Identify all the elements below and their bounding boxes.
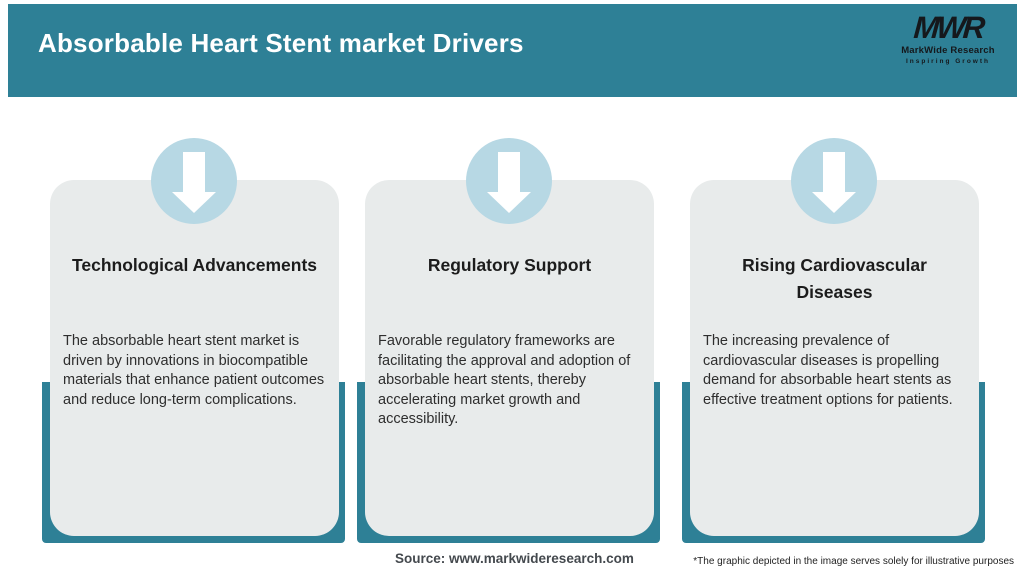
logo-name: MarkWide Research xyxy=(901,45,995,56)
logo-tagline: Inspiring Growth xyxy=(906,58,990,65)
driver-card: Regulatory Support Favorable regulatory … xyxy=(365,180,654,536)
card-body: Favorable regulatory frameworks are faci… xyxy=(378,333,631,427)
card-body: The increasing prevalence of cardiovascu… xyxy=(703,333,953,408)
down-arrow-icon xyxy=(151,138,237,224)
card-body: The absorbable heart stent market is dri… xyxy=(63,333,325,408)
card-title: Rising Cardiovascular Diseases xyxy=(742,255,927,302)
card-title: Regulatory Support xyxy=(427,255,592,275)
down-arrow-icon xyxy=(466,138,552,224)
card-title: Technological Advancements xyxy=(71,255,318,275)
source-attribution: Source: www.markwideresearch.com xyxy=(395,551,634,566)
header-bar: Absorbable Heart Stent market Drivers MW… xyxy=(8,4,1017,97)
down-arrow-icon xyxy=(791,138,877,224)
markwide-research-logo: MWR MarkWide Research Inspiring Growth xyxy=(893,10,1003,65)
disclaimer-note: *The graphic depicted in the image serve… xyxy=(693,556,1014,567)
logo-monogram: MWR xyxy=(912,10,984,45)
page-title: Absorbable Heart Stent market Drivers xyxy=(38,28,524,58)
driver-card: Technological Advancements The absorbabl… xyxy=(50,180,339,536)
driver-card: Rising Cardiovascular Diseases The incre… xyxy=(690,180,979,536)
